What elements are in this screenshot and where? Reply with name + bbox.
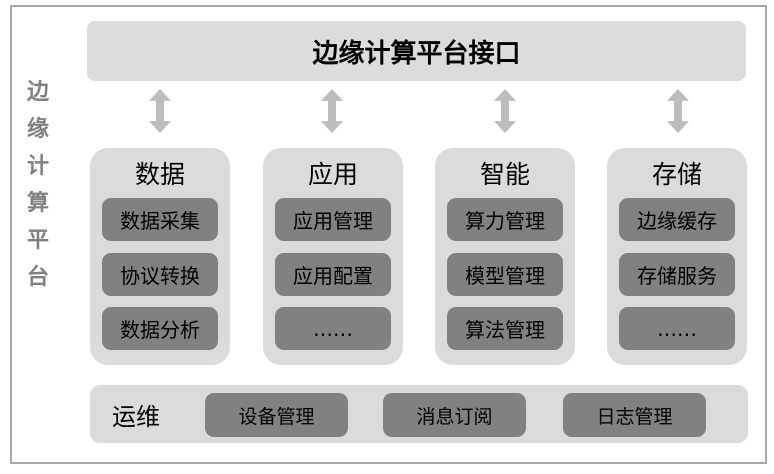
- double-arrow-icon: [320, 89, 344, 133]
- side-label-char: 计: [26, 154, 49, 179]
- operations-label: 运维: [112, 402, 160, 431]
- log-management-box: 日志管理: [563, 393, 706, 437]
- side-label-char: 算: [26, 191, 49, 216]
- app-configuration-box: 应用配置: [275, 253, 391, 296]
- double-arrow-icon: [493, 89, 517, 133]
- double-arrow-icon: [666, 89, 690, 133]
- data-collection-box: 数据采集: [102, 198, 218, 241]
- ellipsis-box: ……: [619, 307, 735, 350]
- app-management-box: 应用管理: [275, 198, 391, 241]
- column-data: 数据 数据采集 协议转换 数据分析: [90, 148, 230, 365]
- storage-service-box: 存储服务: [619, 253, 735, 296]
- side-label-char: 台: [26, 265, 49, 290]
- side-platform-label: 边 缘 计 算 平 台: [24, 82, 52, 289]
- double-arrow-icon: [148, 89, 172, 133]
- compute-management-box: 算力管理: [447, 198, 563, 241]
- model-management-box: 模型管理: [447, 253, 563, 296]
- edge-cache-box: 边缘缓存: [619, 198, 735, 241]
- side-label-char: 边: [26, 80, 49, 105]
- column-application-header: 应用: [307, 160, 358, 189]
- algorithm-management-box: 算法管理: [447, 307, 563, 350]
- operations-bar: 运维 设备管理 消息订阅 日志管理: [90, 385, 748, 443]
- column-application: 应用 应用管理 应用配置 ……: [263, 148, 403, 365]
- column-storage-header: 存储: [651, 160, 702, 189]
- column-storage: 存储 边缘缓存 存储服务 ……: [607, 148, 747, 365]
- side-label-char: 缘: [26, 117, 49, 142]
- column-intelligence: 智能 算力管理 模型管理 算法管理: [435, 148, 575, 365]
- platform-interface-bar: 边缘计算平台接口: [87, 21, 746, 81]
- side-label-char: 平: [26, 228, 49, 253]
- column-intelligence-header: 智能: [479, 160, 530, 189]
- message-subscription-box: 消息订阅: [383, 393, 526, 437]
- protocol-conversion-box: 协议转换: [102, 253, 218, 296]
- device-management-box: 设备管理: [205, 393, 348, 437]
- ellipsis-box: ……: [275, 307, 391, 350]
- platform-interface-title: 边缘计算平台接口: [312, 38, 521, 69]
- data-analysis-box: 数据分析: [102, 307, 218, 350]
- column-data-header: 数据: [134, 160, 185, 189]
